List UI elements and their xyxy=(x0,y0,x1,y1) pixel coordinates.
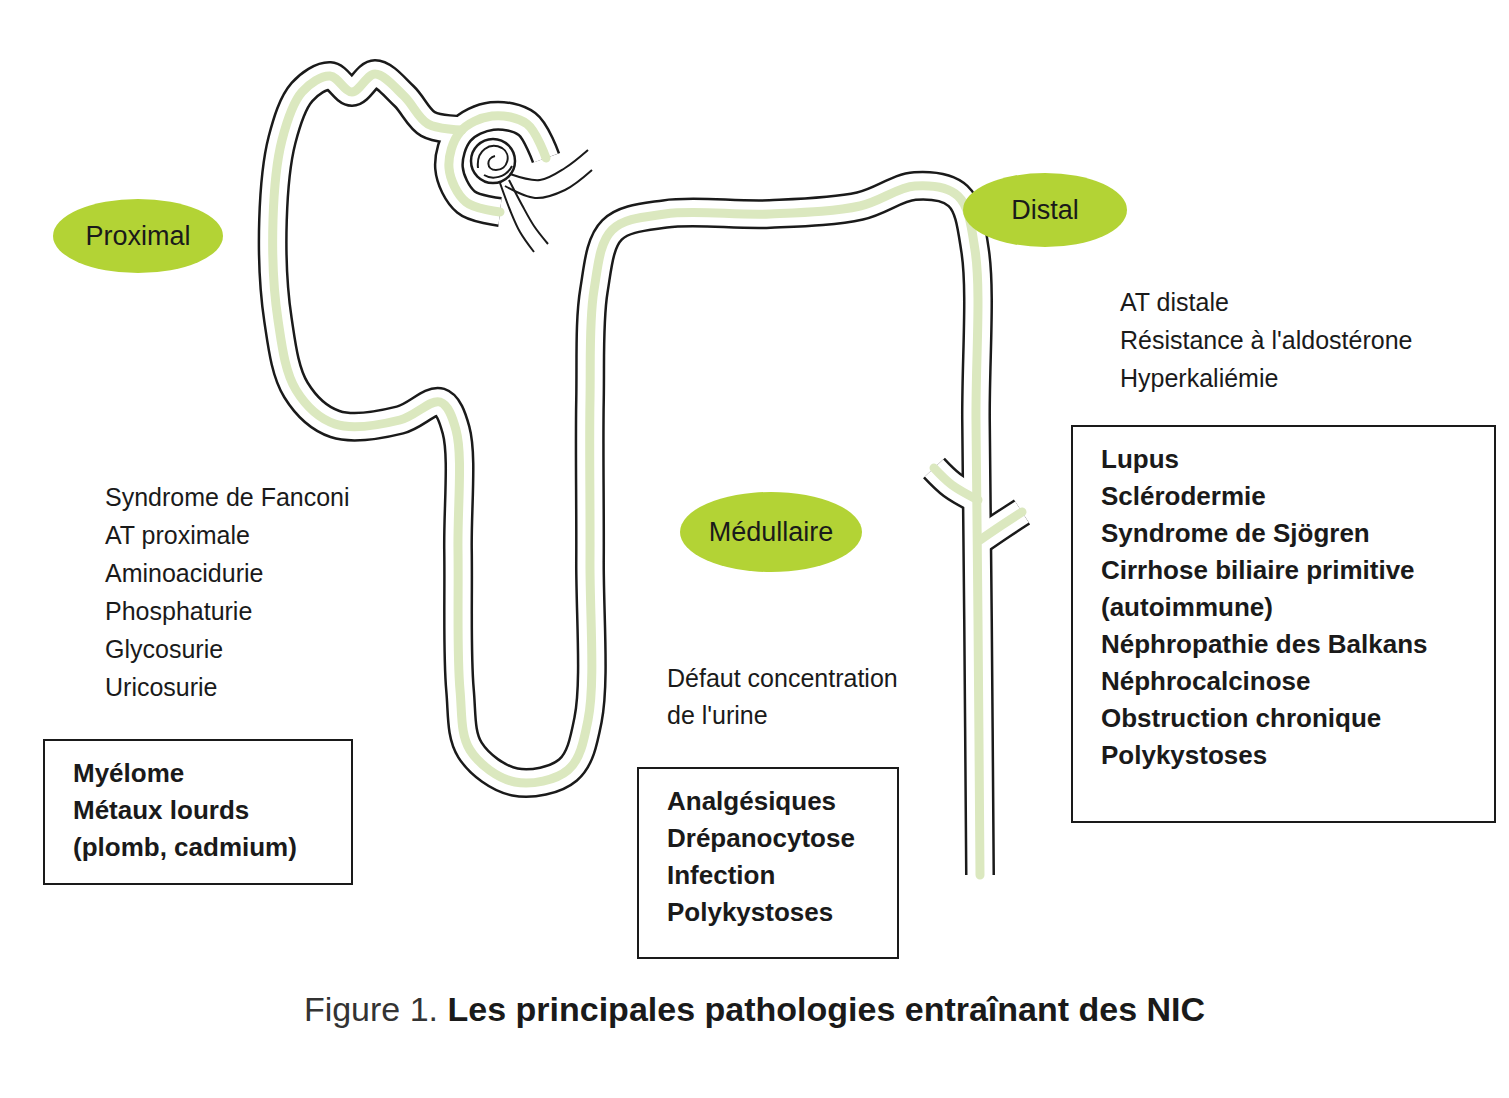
finding-label: Aminoacidurie xyxy=(105,554,263,592)
pathology-item: Sclérodermie xyxy=(1101,478,1476,515)
pathology-item: Lupus xyxy=(1101,441,1476,478)
tube-layer xyxy=(273,74,1022,875)
finding-label: Phosphaturie xyxy=(105,592,252,630)
arteriole xyxy=(505,170,592,198)
ellipse-fill xyxy=(680,492,862,572)
region-ellipse: Distal xyxy=(963,173,1127,247)
caption-title: Les principales pathologies entraînant d… xyxy=(438,990,1205,1028)
finding-label: Résistance à l'aldostérone xyxy=(1120,321,1412,359)
pathology-item: Cirrhose biliaire primitive (autoimmune) xyxy=(1101,552,1476,626)
region-name: Distal xyxy=(1011,195,1079,226)
tubule xyxy=(934,468,978,500)
tubule xyxy=(273,74,980,875)
region-ellipse: Médullaire xyxy=(680,492,862,572)
ellipse-fill xyxy=(963,173,1127,247)
finding-label: AT distale xyxy=(1120,283,1229,321)
tubule xyxy=(980,512,1022,540)
finding-label: AT proximale xyxy=(105,516,250,554)
finding-label: Défaut concentration de l'urine xyxy=(667,660,932,734)
pathology-item: Polykystoses xyxy=(667,894,879,931)
pathology-item: Néphropathie des Balkans xyxy=(1101,626,1476,663)
arteriole xyxy=(510,150,588,180)
pathology-box: LupusSclérodermieSyndrome de SjögrenCirr… xyxy=(1071,425,1496,823)
pathology-item: Analgésiques xyxy=(667,783,879,820)
pathology-box: AnalgésiquesDrépanocytoseInfectionPolyky… xyxy=(637,767,899,959)
tube-layer xyxy=(273,74,1022,875)
finding-label: Syndrome de Fanconi xyxy=(105,478,350,516)
pathology-item: Polykystoses xyxy=(1101,737,1476,774)
region-name: Médullaire xyxy=(709,517,834,548)
pathology-item: Drépanocytose xyxy=(667,820,879,857)
pathology-item: Infection xyxy=(667,857,879,894)
pathology-box: MyélomeMétaux lourds (plomb, cadmium) xyxy=(43,739,353,885)
pathology-item: Syndrome de Sjögren xyxy=(1101,515,1476,552)
glomerulus xyxy=(471,139,515,183)
arteriole xyxy=(509,180,548,244)
finding-label: Hyperkaliémie xyxy=(1120,359,1278,397)
tubule xyxy=(273,74,980,875)
region-ellipse: Proximal xyxy=(53,199,223,273)
pathology-item: Métaux lourds (plomb, cadmium) xyxy=(73,792,333,866)
ellipse-fill xyxy=(53,199,223,273)
finding-label: Uricosurie xyxy=(105,668,218,706)
figure-caption: Figure 1. Les principales pathologies en… xyxy=(0,990,1509,1029)
pathology-item: Néphrocalcinose xyxy=(1101,663,1476,700)
tubule xyxy=(273,74,980,875)
pathology-item: Myélome xyxy=(73,755,333,792)
region-name: Proximal xyxy=(85,221,190,252)
capillary-tuft xyxy=(478,146,512,178)
pathology-item: Obstruction chronique xyxy=(1101,700,1476,737)
tubule xyxy=(934,468,978,500)
finding-label: Glycosurie xyxy=(105,630,223,668)
caption-number: Figure 1. xyxy=(304,990,438,1028)
tube-layer xyxy=(273,74,1022,875)
tubule xyxy=(980,512,1022,540)
